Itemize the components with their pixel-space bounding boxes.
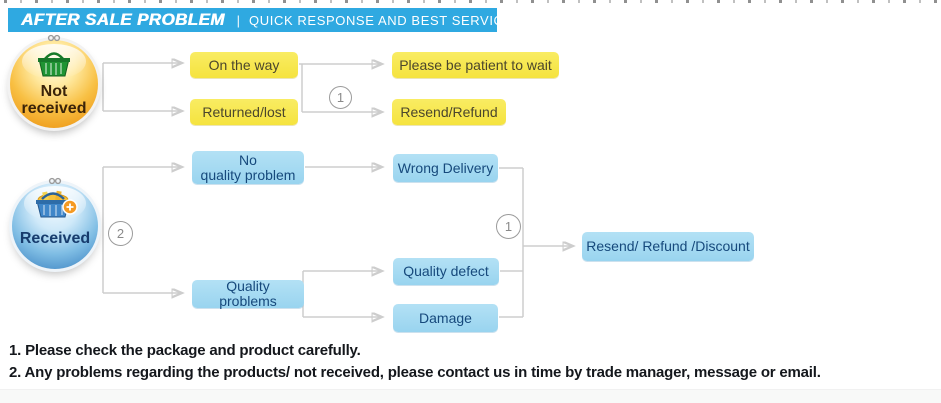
received-label: Received xyxy=(19,230,91,247)
step-circle-1: 1 xyxy=(329,86,352,109)
clasp-icon xyxy=(48,177,62,185)
clasp-icon xyxy=(47,34,61,42)
green-shopping-basket-icon xyxy=(38,52,70,77)
step-circle-1: 1 xyxy=(496,214,521,239)
flow-box-wrong-delivery: Wrong Delivery xyxy=(393,154,498,182)
step-circle-2: 2 xyxy=(108,221,133,246)
note-line-1: 1. Please check the package and product … xyxy=(9,342,361,359)
note-line-2: 2. Any problems regarding the products/ … xyxy=(9,364,821,381)
received-badge: Received xyxy=(12,177,98,269)
flow-box-no-quality-problem: No quality problem xyxy=(192,151,304,184)
flow-box-damage: Damage xyxy=(393,304,498,332)
footnotes: 1. Please check the package and product … xyxy=(9,342,821,386)
bottom-divider-band xyxy=(0,389,941,403)
flow-box-quality-problems: Quality problems xyxy=(192,279,304,309)
flow-box-please-wait: Please be patient to wait xyxy=(392,52,559,78)
flow-box-returned-lost: Returned/lost xyxy=(190,99,298,125)
not-received-badge: Not received xyxy=(10,34,98,128)
banner-separator: | xyxy=(236,12,241,28)
clipped-text-remnant xyxy=(4,0,937,3)
not-received-label: Not received xyxy=(21,83,87,117)
blue-shopping-basket-icon xyxy=(36,190,78,218)
flow-box-resend-refund-discount: Resend/ Refund /Discount xyxy=(582,232,754,261)
banner-subtitle: QUICK RESPONSE AND BEST SERVICE xyxy=(249,12,513,28)
flow-box-on-the-way: On the way xyxy=(190,52,298,78)
banner-title: AFTER SALE PROBLEM xyxy=(21,10,225,29)
flow-box-resend-refund: Resend/Refund xyxy=(392,99,506,125)
flow-box-quality-defect: Quality defect xyxy=(393,258,499,285)
section-banner: AFTER SALE PROBLEM | QUICK RESPONSE AND … xyxy=(8,8,512,32)
